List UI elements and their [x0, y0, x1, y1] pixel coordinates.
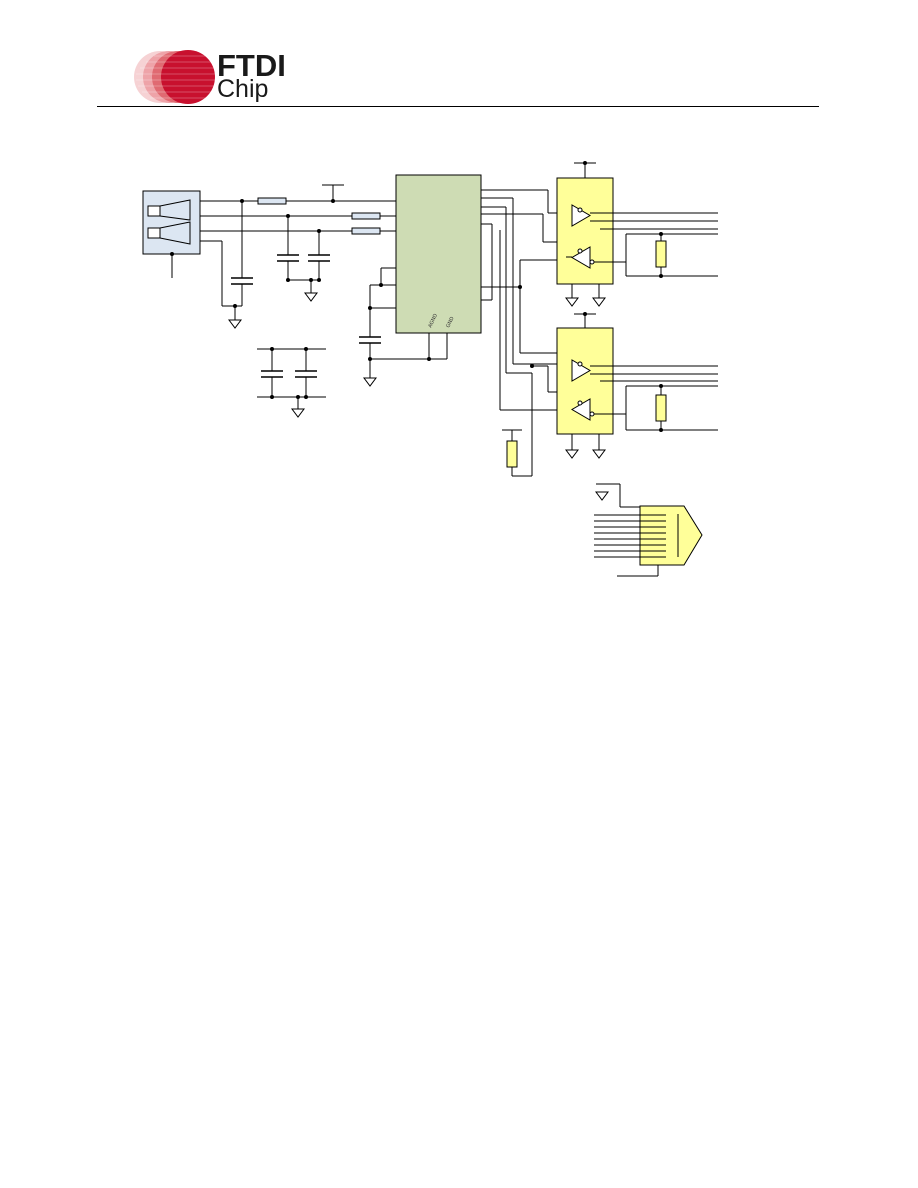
usb-connector [142, 190, 201, 278]
rs485-transceiver-2 [556, 312, 718, 459]
header-divider [97, 106, 819, 107]
usb-uart-ic: AGND GND [359, 174, 482, 387]
ic-pin-gnd: GND [445, 316, 455, 329]
logo-text-ftdi: FTDI [217, 48, 286, 83]
ic-pin-agnd: AGND [427, 313, 439, 329]
rj45-connector [594, 483, 703, 577]
usb-line-capacitors [277, 214, 330, 302]
usb-signal-wires [200, 184, 396, 235]
vbus-capacitor [200, 199, 253, 329]
power-decoupling-capacitors [257, 347, 326, 418]
logo-text-chip: Chip [217, 75, 269, 103]
ic-to-transceiver-wires [481, 189, 572, 477]
logo-circles-icon [134, 50, 217, 104]
ftdi-chip-logo: FTDI Chip [124, 44, 286, 106]
rs485-transceiver-1 [556, 161, 718, 307]
pullup-resistor [502, 429, 522, 476]
